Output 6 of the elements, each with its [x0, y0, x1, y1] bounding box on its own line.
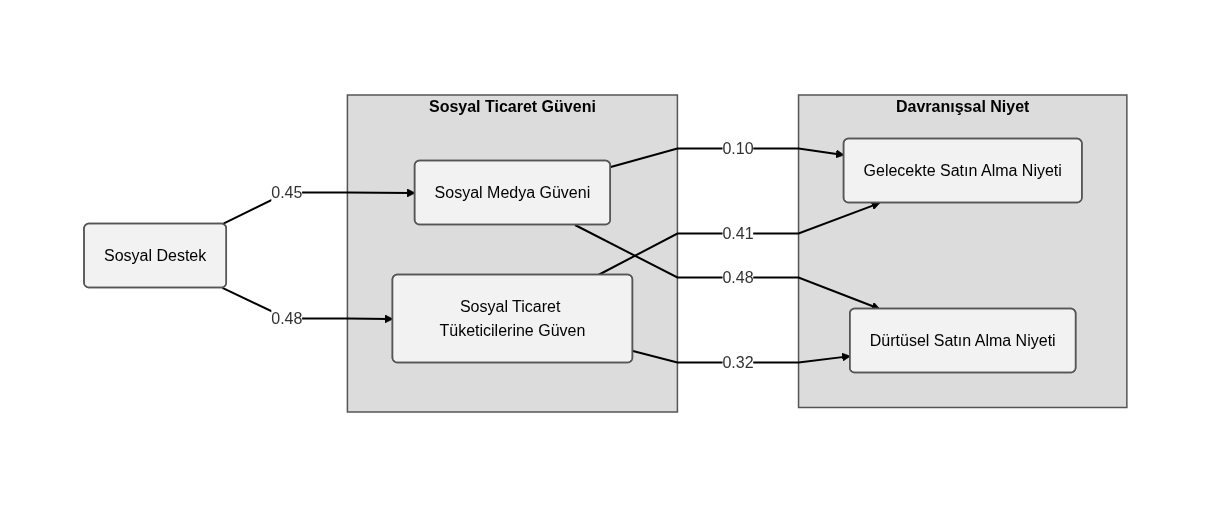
edge-label: 0.45: [270, 183, 302, 201]
edge-label: 0.10: [721, 139, 754, 157]
edge-label: 0.48: [721, 268, 754, 286]
edge-label: 0.41: [721, 224, 754, 242]
edge-label: 0.32: [721, 353, 754, 371]
edge-label: 0.48: [270, 309, 302, 327]
